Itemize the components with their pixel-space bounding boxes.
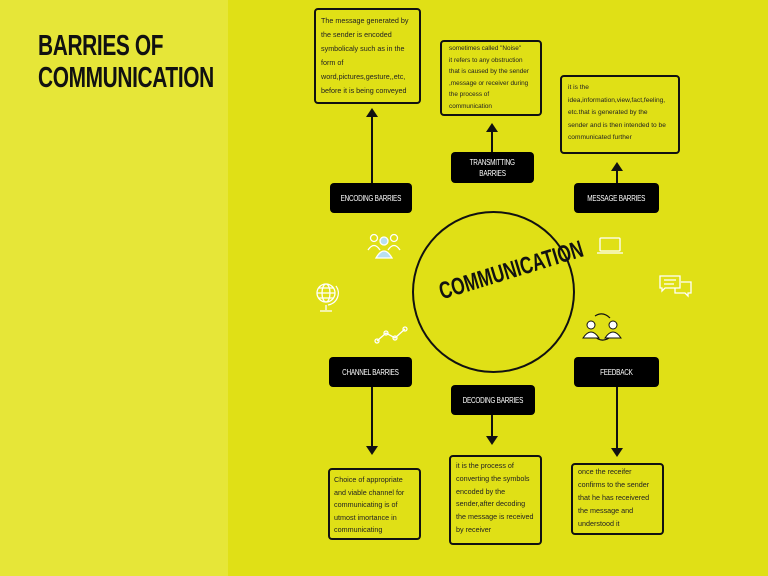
exchange-people-icon	[582, 313, 622, 341]
text-line: by receiver	[456, 524, 492, 534]
arrow-line	[371, 387, 373, 447]
arrow-head	[366, 446, 378, 455]
arrow-head	[486, 123, 498, 132]
arrow-line	[616, 387, 618, 449]
arrow-head	[366, 108, 378, 117]
text-line: symbolicaly such as in the	[321, 44, 405, 53]
text-line: understood it	[578, 519, 620, 528]
text-line: etc.that is generated by the	[568, 109, 648, 116]
decoding-description: it is the process of converting the symbo…	[449, 455, 542, 545]
channel-barries-label: CHANNEL BARRIES	[329, 357, 412, 387]
text-line: the message is received	[456, 512, 534, 522]
text-line: sender and is then intended to be	[568, 121, 666, 129]
arrow-head	[611, 448, 623, 457]
text-line: communicating is of	[334, 500, 398, 509]
text-line: the sender is encoded	[321, 30, 392, 39]
text-line: form of	[321, 58, 344, 67]
text-line: ,message or receiver during	[449, 79, 529, 87]
encoding-description: The message generated by the sender is en…	[314, 8, 421, 104]
arrow-head	[611, 162, 623, 171]
text-line: communicated further	[568, 134, 632, 141]
text-line: and viable channel for	[334, 487, 405, 497]
people-group-icon	[367, 233, 401, 259]
text-line: confirms to the sender	[578, 480, 650, 489]
feedback-label: FEEDBACK	[574, 357, 659, 387]
decoding-barries-label: DECODING BARRIES	[451, 385, 535, 415]
text-line: FEEDBACK	[600, 367, 633, 377]
text-line: BARRIES	[479, 168, 506, 178]
text-line: DECODING BARRIES	[462, 395, 524, 405]
chat-bubbles-icon	[659, 275, 692, 298]
arrow-line	[491, 415, 493, 437]
left-panel	[0, 0, 228, 576]
encoding-barries-label: ENCODING BARRIES	[330, 183, 412, 213]
text-line: utmost imortance in	[334, 512, 397, 522]
text-line: before it is being conveyed	[321, 86, 407, 95]
feedback-description: once the receifer confirms to the sender t…	[571, 463, 664, 535]
text-line: The message generated by	[321, 16, 409, 25]
communication-circle	[412, 211, 575, 373]
trend-line-icon	[374, 326, 408, 344]
arrow-head	[486, 436, 498, 445]
text-line: that is caused by the sender	[449, 68, 529, 76]
text-line: it refers to any obstruction	[449, 56, 523, 64]
arrow-line	[371, 116, 373, 184]
title-line-2: COMMUNICATION	[38, 62, 214, 94]
title-line-1: BARRIES OF	[38, 30, 164, 62]
globe-icon	[316, 283, 339, 312]
arrow-line	[491, 131, 493, 153]
text-line: encoded by the	[456, 486, 506, 496]
text-line: it is the process of	[456, 461, 514, 470]
text-line: converting the symbols	[456, 473, 530, 483]
text-line: word,pictures,gesture,,etc,	[321, 72, 406, 81]
text-line: it is the	[568, 84, 589, 91]
text-line: Choice of appropriate	[334, 475, 403, 484]
message-description: it is the idea,information,view,fact,feel…	[560, 75, 680, 154]
text-line: the process of	[449, 91, 490, 99]
text-line: idea,information,view,fact,feeling,	[568, 96, 666, 104]
text-line: TRANSMITTING	[469, 157, 516, 167]
text-line: CHANNEL BARRIES	[342, 367, 399, 377]
text-line: sometimes called "Noise"	[449, 45, 522, 52]
text-line: the message and	[578, 506, 634, 515]
arrow-line	[616, 170, 618, 184]
transmitting-description: sometimes called "Noise" it refers to an…	[440, 40, 542, 116]
text-line: that he has receivered	[578, 493, 650, 502]
laptop-icon	[597, 237, 623, 254]
text-line: sender,after decoding	[456, 499, 526, 509]
text-line: MESSAGE BARRIES	[587, 193, 646, 203]
text-line: once the receifer	[578, 467, 632, 476]
text-line: communicating	[334, 525, 383, 534]
channel-description: Choice of appropriate and viable channel …	[328, 468, 421, 540]
text-line: ENCODING BARRIES	[340, 193, 402, 203]
text-line: communication	[449, 102, 492, 110]
message-barries-label: MESSAGE BARRIES	[574, 183, 659, 213]
